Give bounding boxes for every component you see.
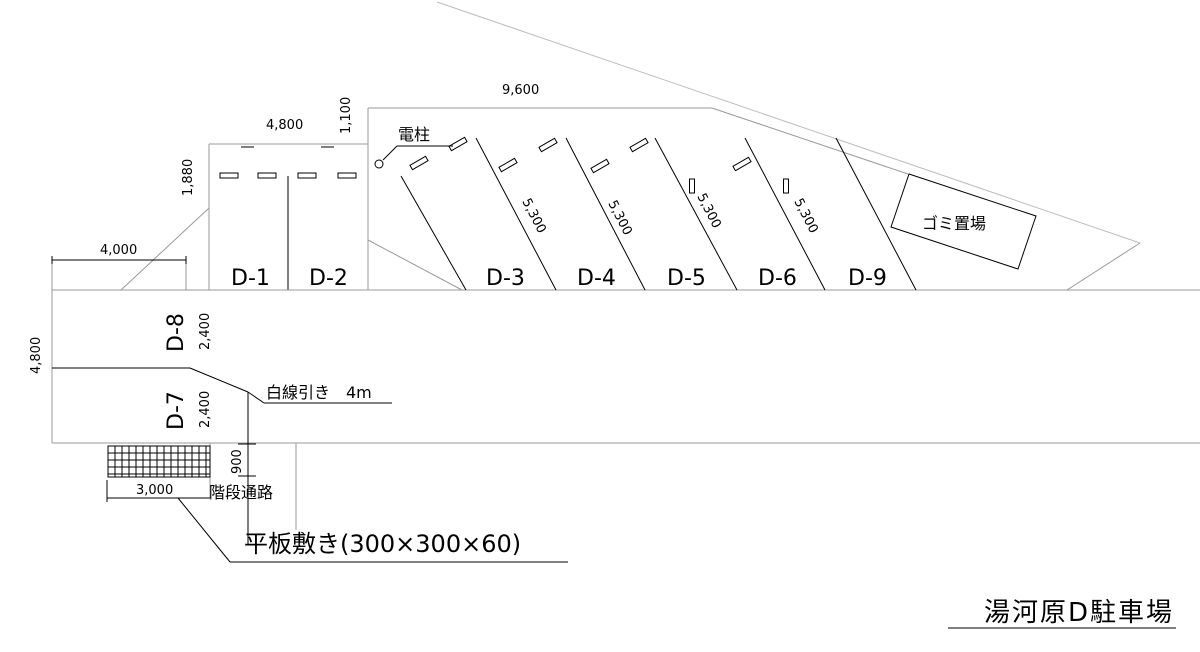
pole-label: 電柱 <box>398 125 430 144</box>
wheel-stop-d6a <box>732 156 752 172</box>
space-d6: D-6 <box>758 266 797 291</box>
divider-d9-right <box>835 137 917 291</box>
dim-5300-d5: 5,300 <box>693 191 723 231</box>
paving-grid <box>107 445 211 478</box>
wheel-stop-d5b <box>629 137 649 153</box>
divider-d3-d4 <box>475 137 557 291</box>
dim-4800-top: 4,800 <box>266 118 303 133</box>
wheel-stop-d2a <box>297 172 317 179</box>
divider-d3-left <box>400 175 467 291</box>
d1-diagonal-edge <box>120 207 210 291</box>
garbage-area-box <box>890 173 1037 270</box>
divider-d4-d5 <box>565 137 646 291</box>
wheel-stop-d3b <box>448 136 468 152</box>
dim-5300-d3: 5,300 <box>518 196 548 236</box>
drawing-title: 湯河原D駐車場 <box>948 598 1176 629</box>
dim-2400-d8: 2,400 <box>198 313 213 350</box>
utility-pole-icon <box>374 159 384 169</box>
utility-pole: 電柱 <box>374 125 453 169</box>
wheel-stop-d4a <box>498 157 518 173</box>
space-labels: D-1 D-2 D-3 D-4 D-5 D-6 D-9 D-8 D-7 <box>164 266 887 430</box>
wheel-stop-d1b <box>257 172 277 179</box>
stair-path-label: 階段通路 <box>209 483 273 502</box>
wheel-stop-d5c <box>689 178 695 194</box>
site-outline <box>51 1 1200 545</box>
annotation-texts: 白線引き 4m 階段通路 平板敷き(300×300×60) <box>209 383 521 558</box>
white-line-leader-slant <box>247 391 265 404</box>
wheel-stop-d1a <box>219 172 239 179</box>
dim-5300-d6: 5,300 <box>790 196 820 236</box>
paving-label: 平板敷き(300×300×60) <box>244 530 521 558</box>
dim-4800-left: 4,800 <box>29 337 44 374</box>
garbage-area: ゴミ置場 <box>890 173 1037 270</box>
space-d5: D-5 <box>667 266 706 291</box>
wheel-stop-d6b <box>783 178 789 194</box>
dimension-lines <box>51 256 256 502</box>
space-d1: D-1 <box>231 266 270 291</box>
dim-9600: 9,600 <box>502 83 539 98</box>
wheel-stop-d3a <box>409 155 429 171</box>
space-d9: D-9 <box>848 266 887 291</box>
garbage-label: ゴミ置場 <box>922 214 986 233</box>
leader-lines <box>177 391 568 563</box>
slope-left-edge <box>367 239 463 291</box>
page-title: 湯河原D駐車場 <box>984 598 1174 628</box>
wheel-stops <box>219 136 789 194</box>
dim-5300-d4: 5,300 <box>604 198 634 238</box>
dim-1880: 1,880 <box>181 159 196 196</box>
wheel-stop-d5a <box>590 158 610 174</box>
top-diagonal-edge <box>711 107 909 175</box>
space-d8: D-8 <box>164 313 189 352</box>
slanted-dividers <box>400 137 917 291</box>
wheel-stop-d2b <box>337 172 357 179</box>
dim-1100: 1,100 <box>339 97 354 134</box>
site-boundary-corner <box>1066 242 1141 291</box>
space-d4: D-4 <box>577 266 616 291</box>
wheel-stop-d4b <box>538 137 558 153</box>
divider-d6-d9 <box>744 137 826 291</box>
dim-900: 900 <box>230 449 245 474</box>
site-boundary-diagonal <box>436 1 1141 244</box>
divider-d5-d6 <box>654 137 738 291</box>
d8d7-divider-slant <box>189 367 249 393</box>
dim-2400-d7: 2,400 <box>198 391 213 428</box>
dim-3000: 3,000 <box>136 483 173 498</box>
paving-leader-slant <box>177 497 231 563</box>
space-d7: D-7 <box>164 391 189 430</box>
pole-leader-slant <box>382 145 398 161</box>
paving-grid-border <box>107 445 211 478</box>
dim-4000: 4,000 <box>100 243 137 258</box>
space-d2: D-2 <box>309 266 348 291</box>
white-line-label: 白線引き 4m <box>266 383 372 402</box>
space-d3: D-3 <box>486 266 525 291</box>
